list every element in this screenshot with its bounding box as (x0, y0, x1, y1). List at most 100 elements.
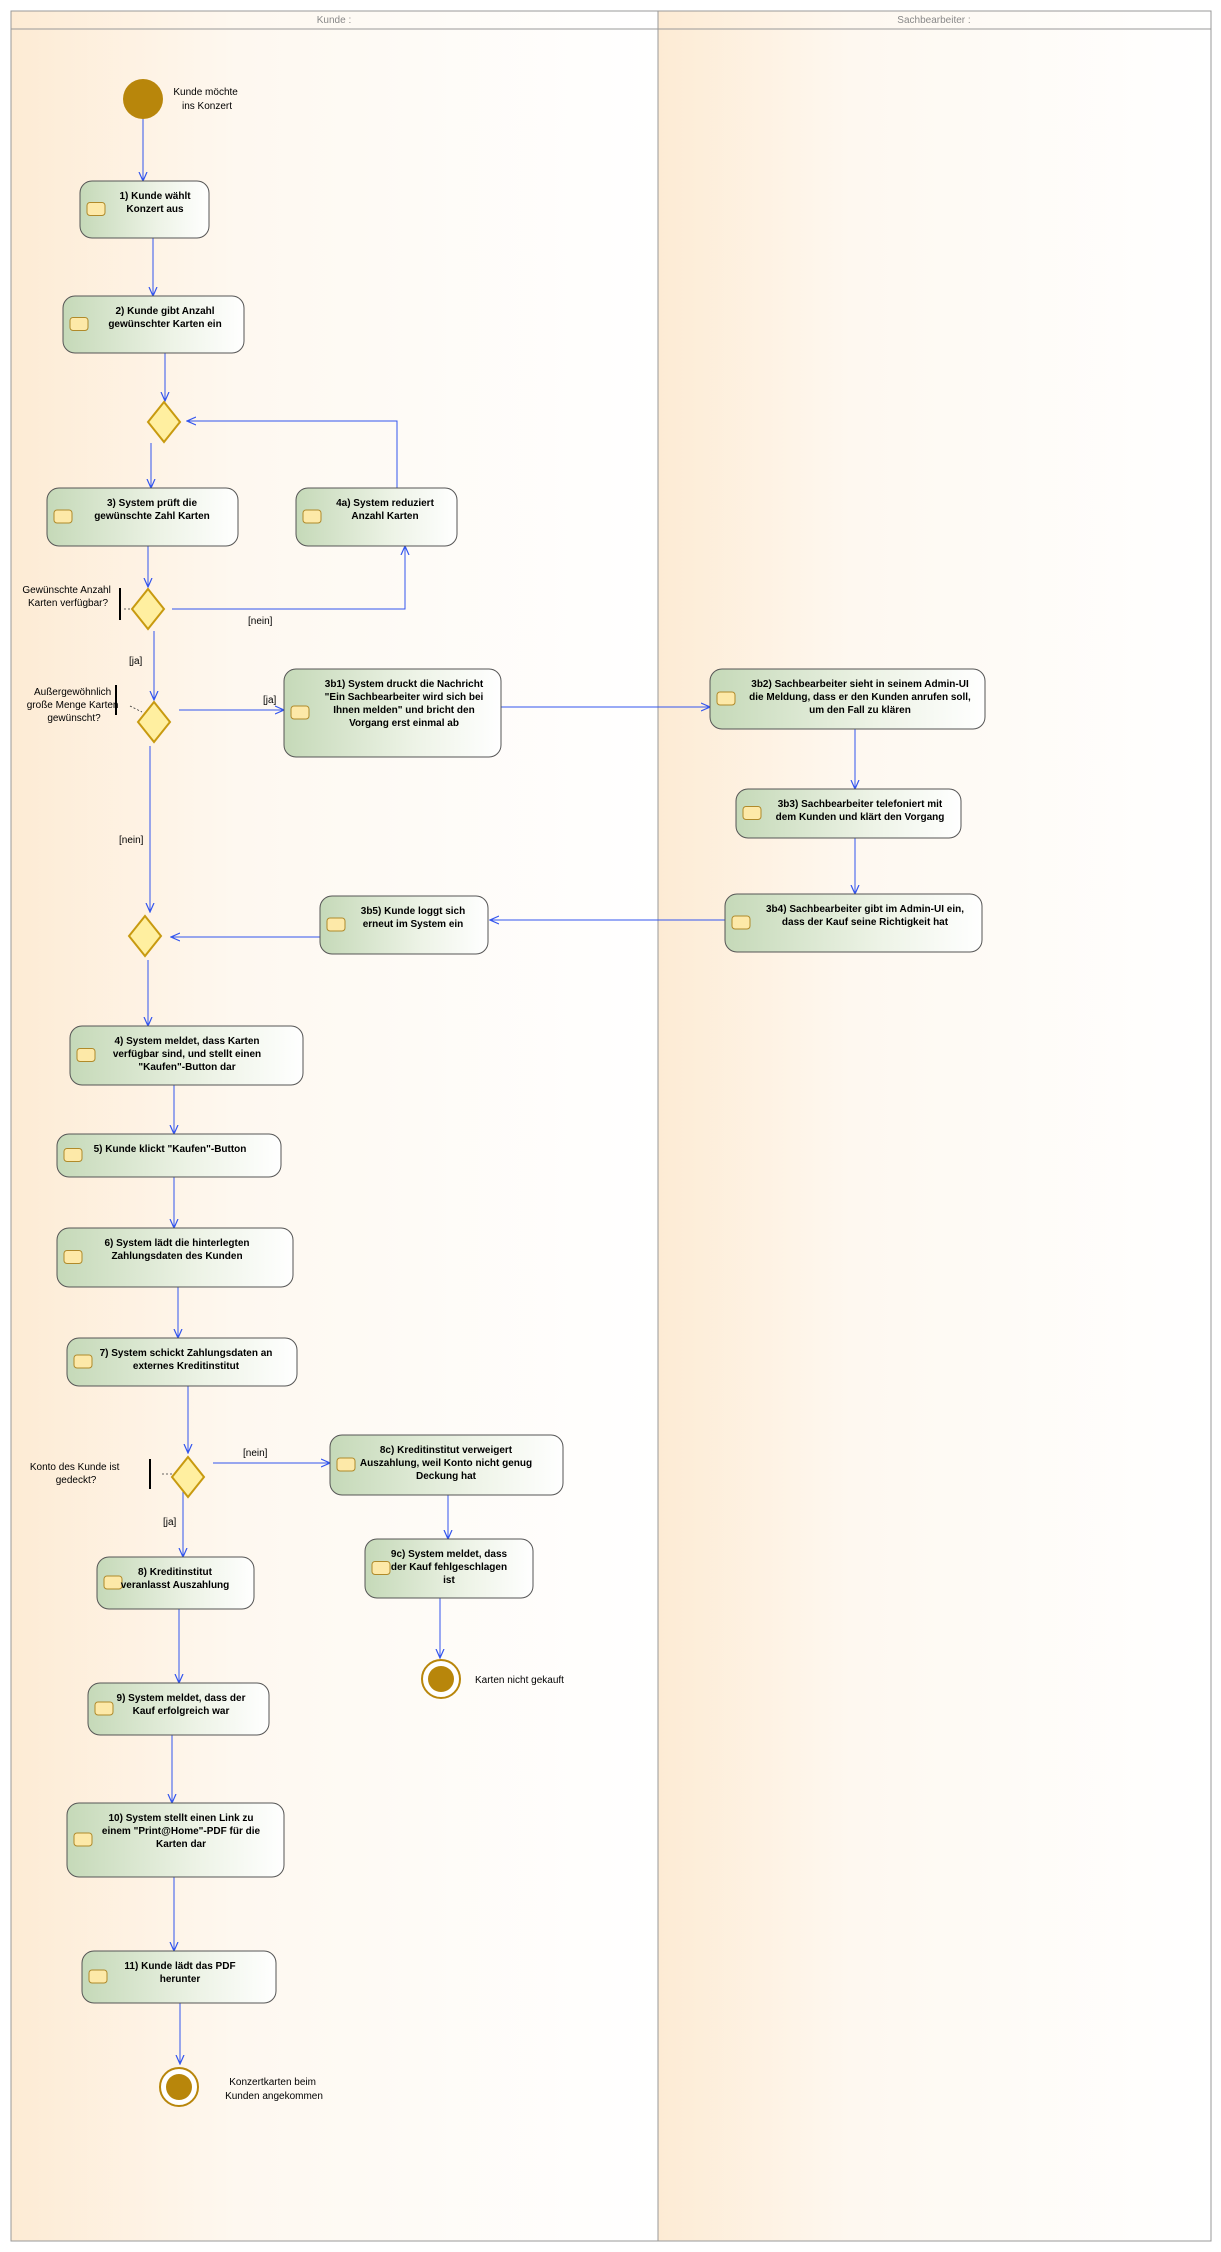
activity-box (79, 180, 210, 239)
guard-d2-no: [nein] (248, 616, 273, 627)
activity-icon (53, 509, 73, 524)
lane-title-kunde: Kunde : (317, 15, 351, 26)
guard-d5-no: [nein] (243, 1448, 268, 1459)
activity-box (96, 1556, 255, 1610)
guards: [nein] [ja] [ja] [nein] [nein] [ja] (119, 616, 277, 1528)
note-bars (115, 588, 151, 1489)
decision-d3 (136, 700, 172, 744)
activity-box (87, 1682, 270, 1736)
activity-box (69, 1025, 304, 1086)
activity-a5: 5) Kunde klickt "Kaufen"-Button (56, 1133, 282, 1178)
activity-icon (63, 1148, 83, 1162)
flow-a4a-d1 (187, 421, 398, 488)
activity-box (46, 487, 239, 547)
activity-label: 3b2) Sachbearbeiter sieht in seinem Admi… (749, 679, 971, 716)
activity-box (295, 487, 458, 547)
decision-d4 (127, 914, 163, 958)
activity-box (364, 1538, 534, 1599)
activity-icon (302, 509, 322, 524)
activity-box (735, 788, 962, 839)
activity-box (66, 1337, 298, 1387)
activity-icon (371, 1561, 391, 1575)
activity-icon (69, 317, 89, 331)
activity-box (283, 668, 502, 758)
activity-icon (742, 806, 762, 820)
activity-icon (731, 915, 751, 930)
activity-box (709, 668, 986, 730)
activity-icon (73, 1832, 93, 1847)
activity-icon (103, 1575, 123, 1590)
note-d3: Außergewöhnlich große Menge Karten gewün… (27, 687, 122, 724)
activity-icon (76, 1048, 96, 1062)
flow-d2-a4a (172, 546, 405, 610)
activity-icon (290, 705, 310, 720)
activity-box (319, 895, 489, 955)
activity-a3b1: 3b1) System druckt die Nachricht"Ein Sac… (283, 668, 502, 758)
decision-nodes (127, 400, 206, 1499)
note-end-ok: Konzertkarten beim Kunden angekommen (225, 2077, 323, 2102)
activity-icon (94, 1701, 114, 1716)
control-flows (143, 118, 855, 2064)
activity-box (81, 1950, 277, 2004)
final-node-ok (159, 2067, 199, 2107)
guard-d3-no: [nein] (119, 835, 144, 846)
activity-icon (336, 1457, 356, 1472)
activity-label: 3b4) Sachbearbeiter gibt im Admin-UI ein… (766, 904, 964, 928)
note-end-fail: Karten nicht gekauft (475, 1675, 564, 1686)
activity-box (62, 295, 245, 354)
activity-icon (86, 202, 106, 216)
lane-title-sachbearbeiter: Sachbearbeiter : (897, 15, 970, 26)
activity-icon (88, 1969, 108, 1984)
final-node-fail (421, 1659, 461, 1699)
activity-box (329, 1434, 564, 1496)
activity-box (724, 893, 983, 953)
activity-a3b2: 3b2) Sachbearbeiter sieht in seinem Admi… (709, 668, 986, 730)
lane-sachbearbeiter (657, 10, 1212, 2242)
activity-icon (63, 1250, 83, 1264)
decision-d2 (130, 587, 166, 631)
activity-icon (716, 691, 736, 706)
decision-d1 (146, 400, 182, 444)
activity-box (56, 1133, 282, 1178)
activity-a3b4: 3b4) Sachbearbeiter gibt im Admin-UI ein… (724, 893, 983, 953)
activity-label: 3b1) System druckt die Nachricht"Ein Sac… (325, 679, 484, 729)
guard-d3-yes: [ja] (263, 695, 277, 706)
activity-icon (326, 917, 346, 932)
note-d5: Konto des Kunde ist gedeckt? (30, 1462, 122, 1486)
activity-box (66, 1802, 285, 1878)
activity-icon (73, 1354, 93, 1369)
activity-label: 5) Kunde klickt "Kaufen"-Button (94, 1144, 247, 1155)
decision-d5 (170, 1455, 206, 1499)
note-d2: Gewünschte Anzahl Karten verfügbar? (22, 585, 113, 609)
guard-d2-yes: [ja] (129, 656, 143, 667)
